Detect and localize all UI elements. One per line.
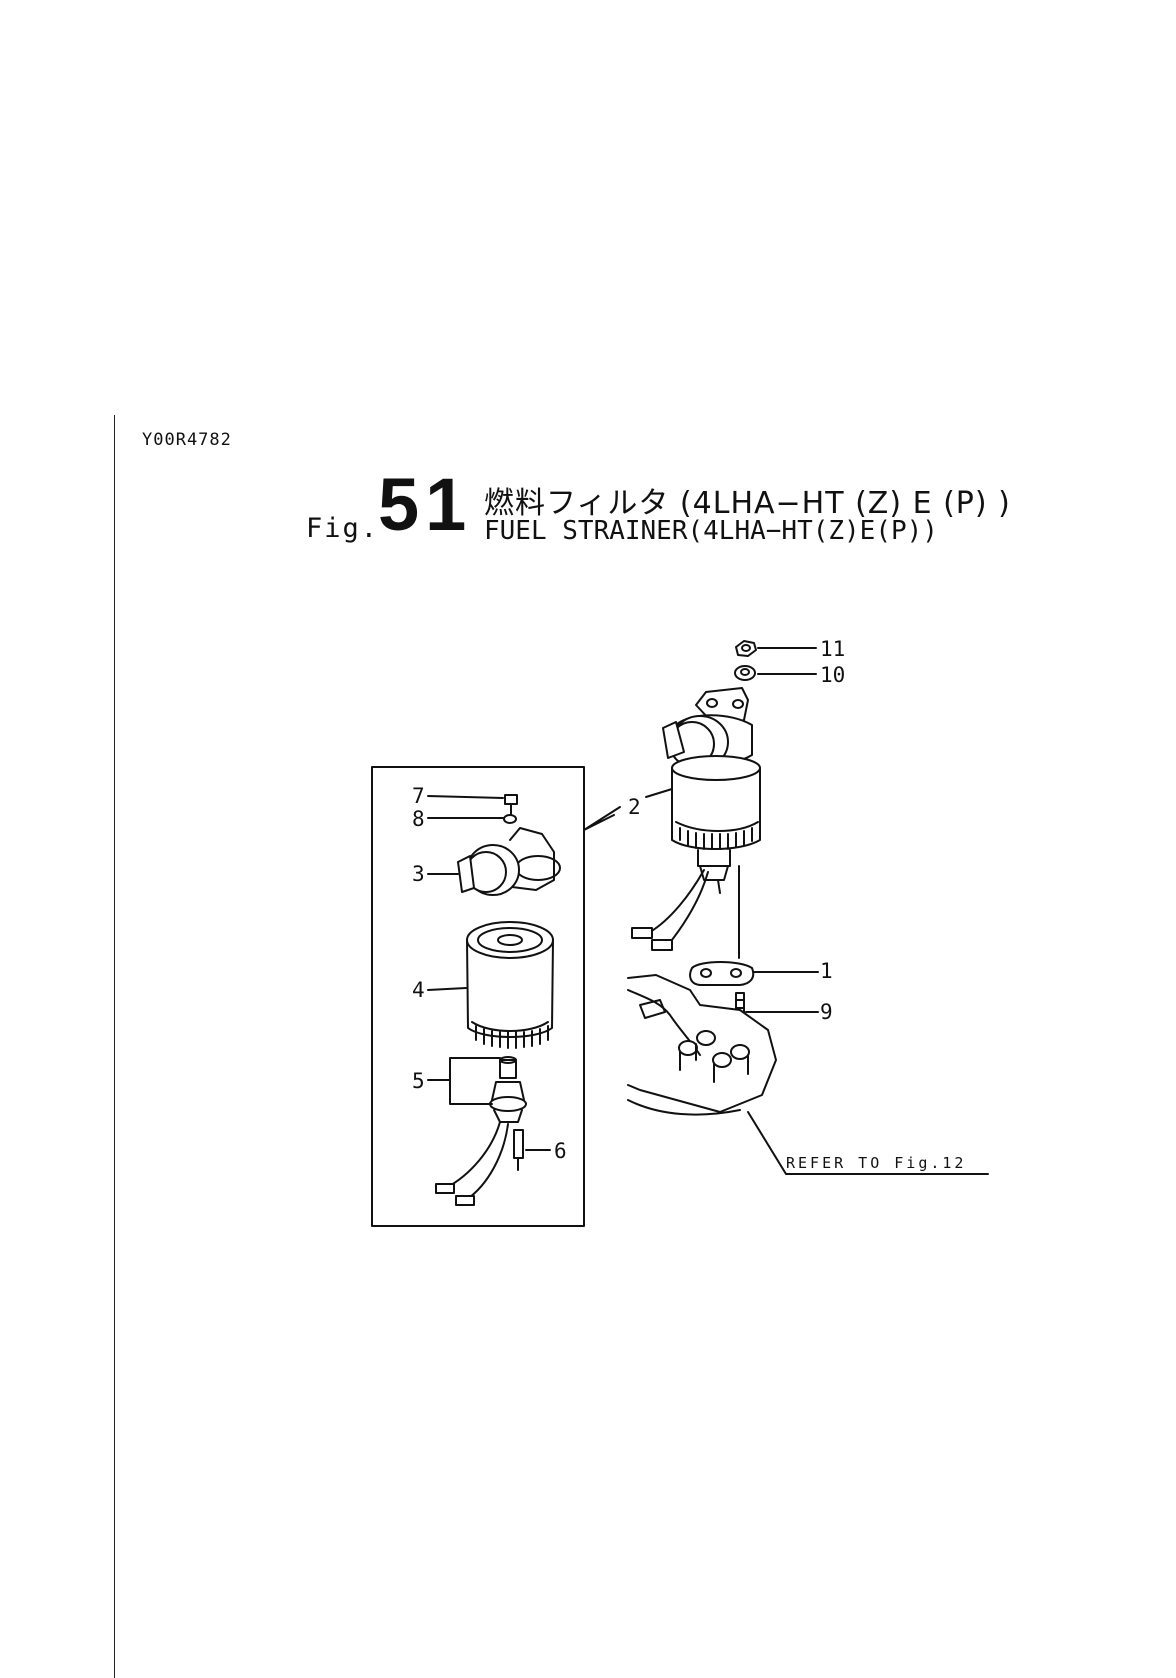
inset-pointer <box>584 807 620 830</box>
fuel-strainer-assembly-drawing <box>628 641 988 1174</box>
callout-10: 10 <box>820 663 845 687</box>
inset-exploded-parts <box>436 795 560 1205</box>
callout-4: 4 <box>412 978 425 1002</box>
callout-2: 2 <box>628 795 641 819</box>
reference-note: REFER TO Fig.12 <box>786 1154 966 1172</box>
callout-5: 5 <box>412 1069 425 1093</box>
nut-part <box>736 641 756 656</box>
callout-9: 9 <box>820 1000 833 1024</box>
callout-1: 1 <box>820 959 833 983</box>
callout-6: 6 <box>554 1139 567 1163</box>
callout-8: 8 <box>412 807 425 831</box>
callout-3: 3 <box>412 862 425 886</box>
callout-11: 11 <box>820 637 845 661</box>
washer-part <box>735 666 755 680</box>
callout-7: 7 <box>412 784 425 808</box>
